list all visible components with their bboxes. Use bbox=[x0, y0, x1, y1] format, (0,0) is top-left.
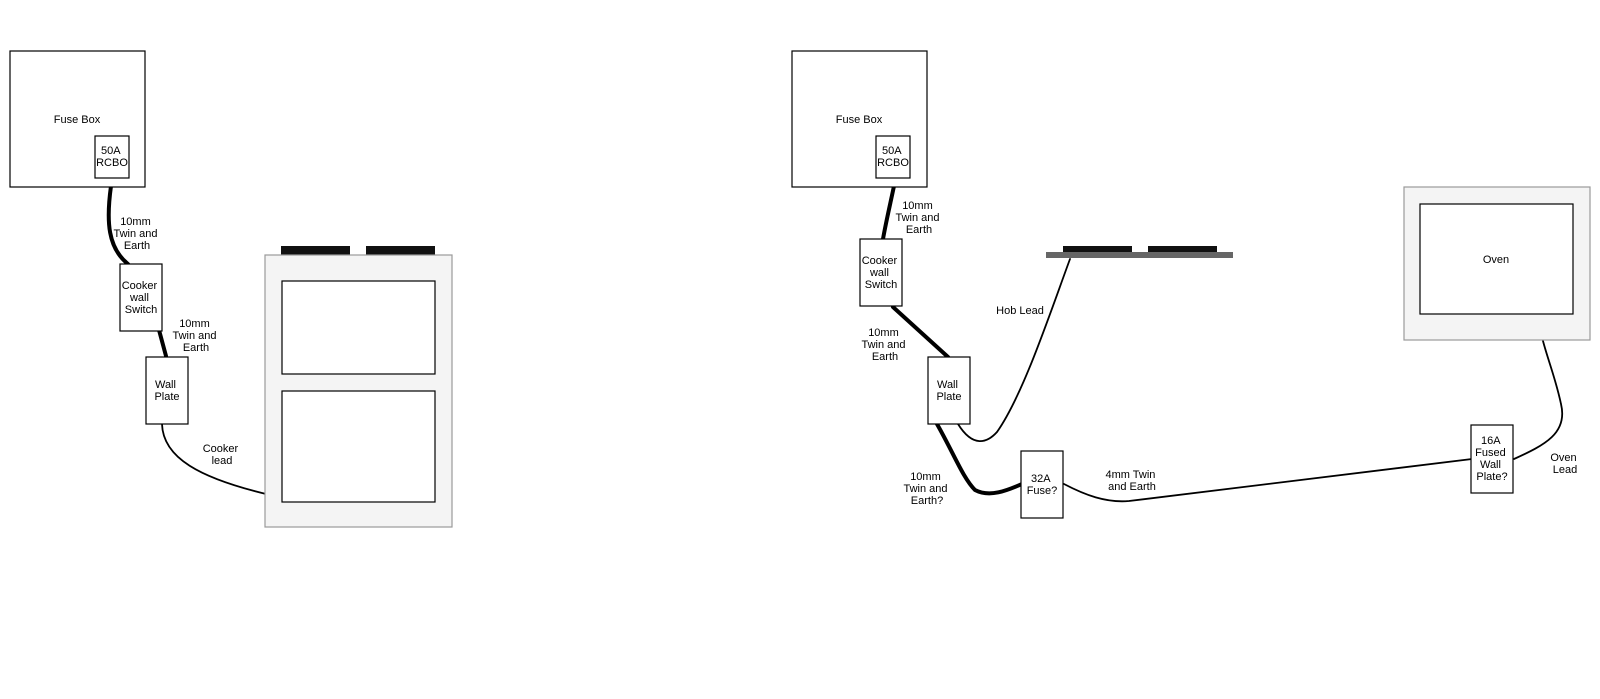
right-wall-plate bbox=[927, 356, 971, 425]
right-oven-lead-label: Oven Lead bbox=[1550, 452, 1579, 476]
cooker-lower-oven bbox=[281, 390, 436, 503]
right-cable1-label: 10mm Twin and Earth bbox=[895, 200, 942, 236]
cooker-upper-oven bbox=[281, 280, 436, 375]
right-rcbo-box bbox=[875, 135, 911, 179]
left-cooker-lead-label: Cooker lead bbox=[203, 443, 242, 467]
left-wall-plate-label: Wall Plate bbox=[154, 379, 179, 403]
right-wall-plate-label: Wall Plate bbox=[936, 379, 961, 403]
cooker-hob-ring-2 bbox=[366, 246, 435, 255]
left-cooker-wall-switch bbox=[119, 263, 163, 332]
right-fused-plate-label: 16A Fused Wall Plate? bbox=[1475, 435, 1509, 483]
left-cooker-appliance bbox=[264, 246, 453, 528]
right-rcbo-label: 50A RCBO bbox=[877, 145, 909, 169]
right-32a-fuse-label: 32A Fuse? bbox=[1027, 473, 1058, 497]
left-rcbo-box bbox=[94, 135, 130, 179]
right-oven-lead-cable bbox=[1513, 340, 1564, 460]
right-cable4-label: 4mm Twin and Earth bbox=[1106, 469, 1159, 493]
cooker-hob-ring-1 bbox=[281, 246, 350, 255]
right-cable3-label: 10mm Twin and Earth? bbox=[903, 471, 950, 507]
left-cooker-lead-cable bbox=[161, 423, 267, 495]
right-switch-label: Cooker wall Switch bbox=[862, 255, 901, 291]
right-oven-appliance: Oven bbox=[1403, 186, 1591, 341]
left-cable2-label: 10mm Twin and Earth bbox=[172, 318, 219, 354]
right-32a-fuse bbox=[1020, 450, 1064, 519]
right-cooker-wall-switch bbox=[859, 238, 903, 307]
hob-ring-2 bbox=[1148, 246, 1217, 252]
hob-ring-1 bbox=[1063, 246, 1132, 252]
right-cable-wallplate-to-fuse bbox=[935, 422, 1024, 496]
right-diagram: Fuse Box 50A RCBO 10mm Twin and Earth Co… bbox=[791, 50, 1591, 519]
right-hob-appliance bbox=[1046, 246, 1233, 258]
left-cable-fusebox-to-switch bbox=[106, 184, 130, 266]
left-fuse-box-label: Fuse Box bbox=[54, 114, 101, 126]
right-hob-lead-cable bbox=[957, 258, 1071, 443]
right-cable-switch-to-wallplate bbox=[891, 305, 950, 359]
right-cable-fuse-to-fused-plate bbox=[1063, 458, 1473, 503]
left-rcbo-label: 50A RCBO bbox=[96, 145, 128, 169]
right-hob-lead-label: Hob Lead bbox=[996, 305, 1044, 317]
right-16a-fused-wall-plate bbox=[1470, 424, 1514, 494]
right-cable-fusebox-to-switch bbox=[881, 184, 896, 241]
left-switch-label: Cooker wall Switch bbox=[122, 280, 161, 316]
left-cable-switch-to-wallplate bbox=[157, 328, 168, 358]
hob-plate bbox=[1046, 252, 1233, 258]
right-cable2-label: 10mm Twin and Earth bbox=[861, 327, 908, 363]
left-wall-plate bbox=[145, 356, 189, 425]
right-oven-label: Oven bbox=[1483, 254, 1509, 266]
right-fuse-box-label: Fuse Box bbox=[836, 114, 883, 126]
left-cable1-label: 10mm Twin and Earth bbox=[113, 216, 160, 252]
left-diagram: Fuse Box 50A RCBO 10mm Twin and Earth Co… bbox=[9, 50, 453, 528]
oven-door bbox=[1419, 203, 1574, 315]
